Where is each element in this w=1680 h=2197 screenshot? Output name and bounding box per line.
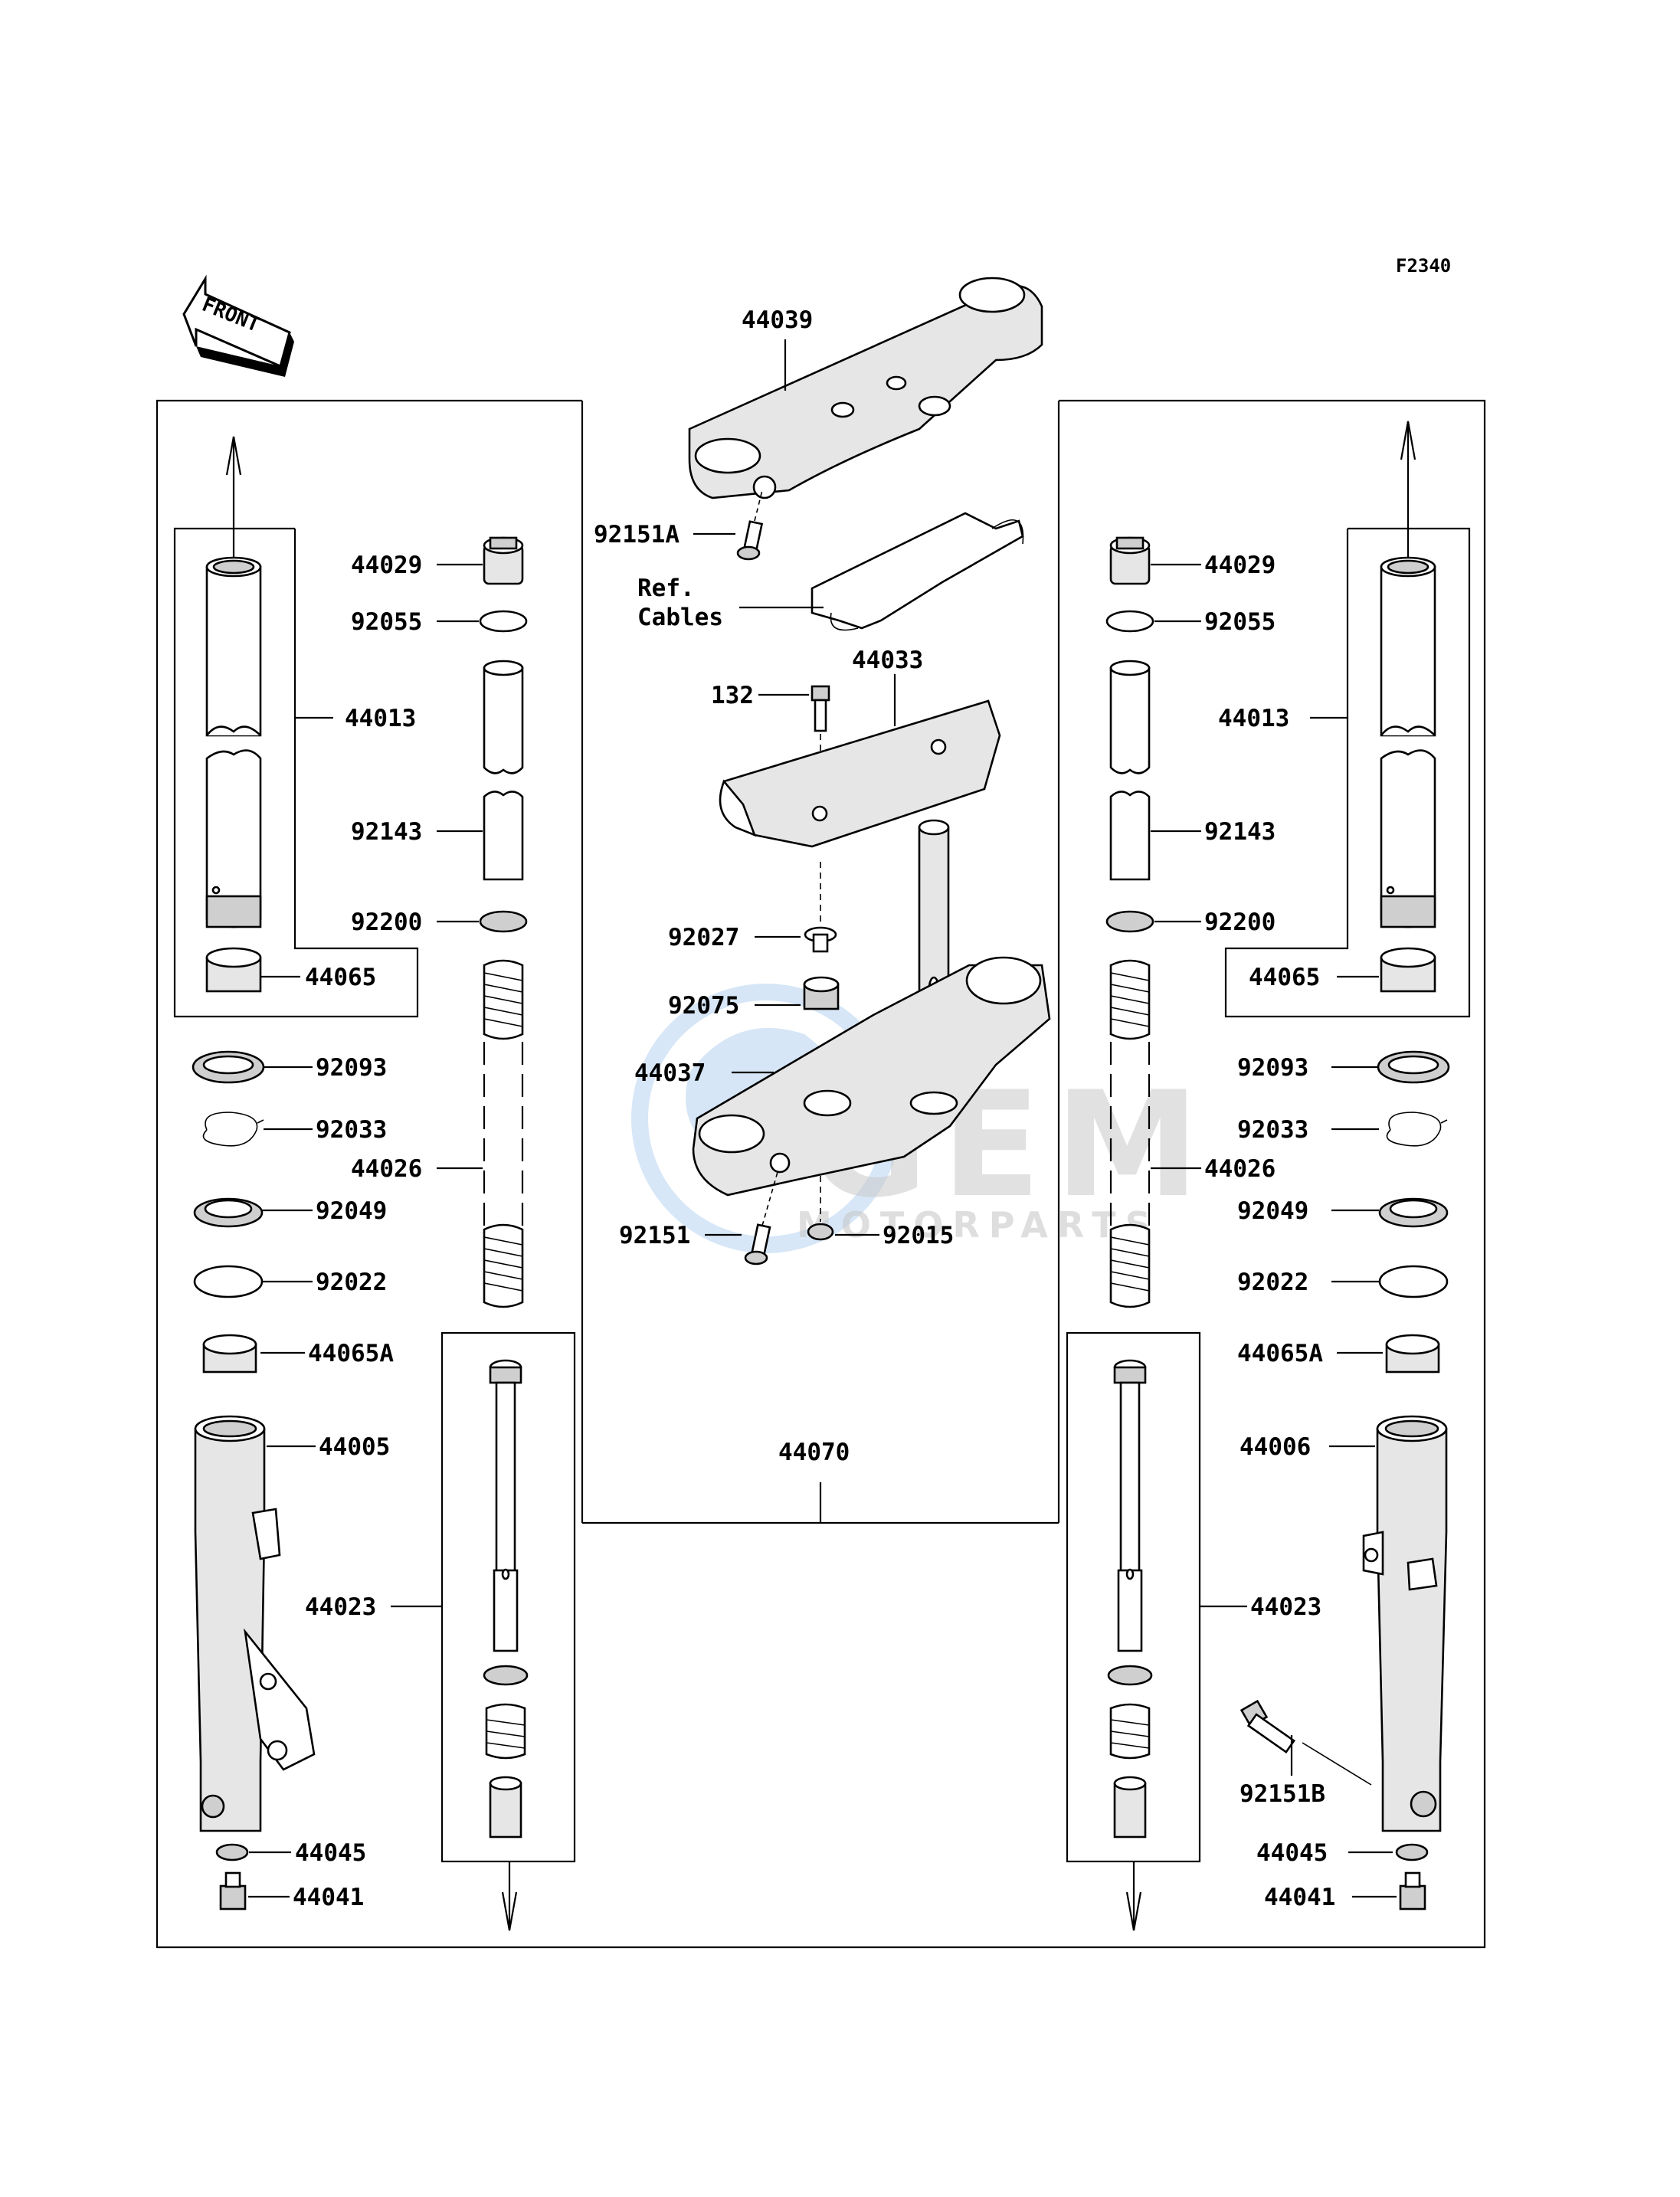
label-44006: 44006 (1240, 1433, 1311, 1461)
figure-code: F2340 (1396, 255, 1451, 277)
label-92022-right: 92022 (1237, 1269, 1308, 1296)
washer-92200-right-icon (1105, 910, 1154, 933)
damper-rod-44023-left-icon (483, 1359, 529, 1838)
spacer-92143-left-icon (483, 660, 524, 881)
label-92200-left: 92200 (351, 909, 422, 936)
label-44013-right: 44013 (1218, 705, 1289, 732)
washer-92022-right-icon (1378, 1265, 1449, 1298)
steering-stem-44037 (692, 819, 1051, 1197)
label-44029-right: 44029 (1204, 552, 1276, 579)
ref-note-line1: Ref. (637, 575, 695, 602)
label-92022-left: 92022 (316, 1269, 387, 1296)
bolt-44041-right-icon (1399, 1871, 1426, 1911)
label-44045-left: 44045 (295, 1839, 366, 1867)
gasket-44045-left-icon (215, 1843, 249, 1861)
cap-bolt-44029-left-icon (483, 536, 524, 585)
label-44037: 44037 (634, 1059, 706, 1087)
clip-92033-left-icon (202, 1112, 264, 1147)
gasket-44045-right-icon (1395, 1843, 1429, 1861)
washer-92022-left-icon (193, 1265, 264, 1298)
label-44023-left: 44023 (305, 1593, 376, 1621)
label-132: 132 (711, 682, 754, 709)
label-44065a-left: 44065A (308, 1340, 394, 1367)
label-92049-right: 92049 (1237, 1197, 1308, 1225)
bolt-92151a-icon (736, 489, 764, 561)
bushing-44065-left-icon (205, 947, 262, 993)
label-44039: 44039 (742, 306, 813, 334)
upper-bracket-44039 (688, 277, 1043, 499)
label-44026-right: 44026 (1204, 1155, 1276, 1183)
cable-bracket (811, 512, 1024, 631)
label-44070: 44070 (778, 1439, 850, 1466)
outer-tube-44005 (194, 1415, 316, 1832)
label-92055-left: 92055 (351, 608, 422, 636)
label-92033-left: 92033 (316, 1116, 387, 1144)
label-44041-left: 44041 (293, 1884, 364, 1911)
arrow-up-icon-right (1400, 421, 1416, 567)
label-44045-right: 44045 (1256, 1839, 1328, 1867)
label-92075: 92075 (668, 992, 739, 1020)
bolt-92151-icon (744, 1171, 778, 1265)
label-44065-right: 44065 (1249, 964, 1320, 991)
label-44065a-right: 44065A (1237, 1340, 1323, 1367)
label-92151b: 92151B (1240, 1780, 1325, 1808)
fork-tube-lower-left (205, 749, 262, 928)
front-arrow-icon: FRONT (182, 274, 294, 377)
label-44013-left: 44013 (345, 705, 416, 732)
label-92049-left: 92049 (316, 1197, 387, 1225)
label-92093-left: 92093 (316, 1054, 387, 1082)
assembly-frame-44070 (156, 399, 1486, 1949)
bushing-44065-right-icon (1380, 947, 1436, 993)
label-92033-right: 92033 (1237, 1116, 1308, 1144)
o-ring-92055-left-icon (479, 610, 528, 633)
collar-92027-icon (804, 862, 837, 953)
washer-92200-left-icon (479, 910, 528, 933)
label-44033: 44033 (852, 647, 923, 674)
label-44005: 44005 (319, 1433, 390, 1461)
outer-tube-44006 (1362, 1415, 1448, 1832)
label-44065-left: 44065 (305, 964, 376, 991)
label-92027: 92027 (668, 924, 739, 951)
arrow-down-icon-right (1125, 1861, 1142, 1931)
label-92200-right: 92200 (1204, 909, 1276, 936)
label-92143-left: 92143 (351, 818, 422, 846)
fork-tube-upper-left (205, 556, 262, 737)
oil-seal-92049-right-icon (1378, 1197, 1449, 1228)
oil-seal-92049-left-icon (193, 1197, 264, 1228)
label-92151: 92151 (619, 1222, 690, 1249)
label-44026-left: 44026 (351, 1155, 422, 1183)
cap-bolt-44029-right-icon (1109, 536, 1151, 585)
spring-44026-left-icon (483, 959, 524, 1308)
bolt-44041-left-icon (219, 1871, 247, 1911)
spacer-92143-right-icon (1109, 660, 1151, 881)
spring-44026-right-icon (1109, 959, 1151, 1308)
fork-tube-lower-right (1380, 749, 1436, 928)
guide-bushing-44065a-right-icon (1385, 1334, 1440, 1374)
clip-92033-right-icon (1386, 1112, 1448, 1147)
label-92015: 92015 (883, 1222, 954, 1249)
label-44041-right: 44041 (1264, 1884, 1335, 1911)
ref-note-line2: Cables (637, 604, 723, 631)
nut-92015-icon (807, 1176, 834, 1241)
label-92151a: 92151A (594, 521, 680, 548)
cover-plate-44033 (719, 674, 1001, 848)
damper-rod-44023-right-icon (1107, 1359, 1153, 1838)
o-ring-92055-right-icon (1105, 610, 1154, 633)
label-92143-right: 92143 (1204, 818, 1276, 846)
watermark-subtext: MOTORPARTS (797, 1204, 1160, 1246)
arrow-down-icon-left (501, 1861, 518, 1931)
bolt-132-icon (811, 685, 830, 804)
label-44023-right: 44023 (1250, 1593, 1321, 1621)
label-44029-left: 44029 (351, 552, 422, 579)
label-92093-right: 92093 (1237, 1054, 1308, 1082)
label-92055-right: 92055 (1204, 608, 1276, 636)
guide-bushing-44065a-left-icon (202, 1334, 257, 1374)
arrow-up-icon-left (225, 436, 242, 567)
fork-tube-upper-right (1380, 556, 1436, 737)
bolt-92151b-icon (1240, 1699, 1372, 1786)
bushing-92075-icon (803, 976, 840, 1010)
